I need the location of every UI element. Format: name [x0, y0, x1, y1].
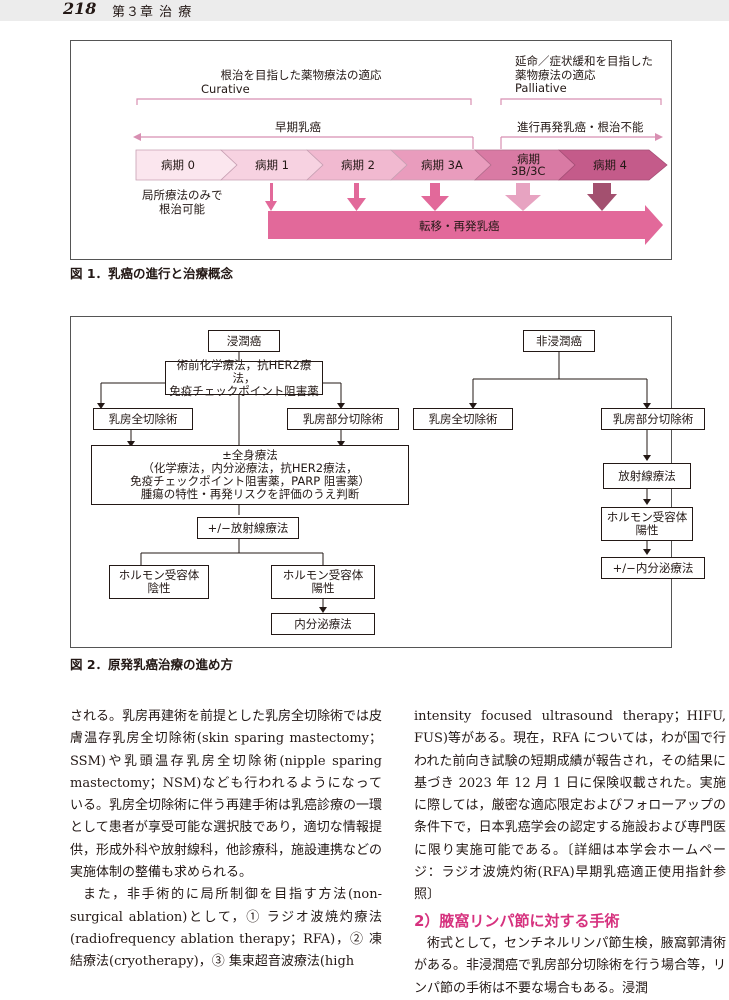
- partial-left-box: 乳房部分切除術: [287, 408, 399, 430]
- arrowhead: [643, 403, 651, 409]
- systemic-line2: （化学療法，内分泌療法，抗HER2療法，: [142, 461, 358, 475]
- hr-positive-right-line2: 陽性: [635, 523, 659, 537]
- arrowhead: [337, 403, 345, 409]
- figure-1-caption: 図 1．乳癌の進行と治療概念: [70, 266, 234, 281]
- curative-label: 根治を目指した薬物療法の適応: [220, 68, 382, 82]
- systemic-line1: ±全身療法: [222, 448, 278, 462]
- hr-positive-right-line1: ホルモン受容体: [606, 510, 688, 524]
- advanced-arrowhead-right: [655, 133, 663, 141]
- body-right-column-2: 術式として，センチネルリンパ節生検，腋窩郭清術がある。非浸潤癌で乳房部分切除術を…: [414, 933, 726, 1000]
- stage-3b-sub: 3B/3C: [511, 164, 546, 178]
- chapter-title: 第３章 治 療: [112, 5, 193, 20]
- stage-4-chevron: [557, 149, 668, 181]
- invasive-box: 浸潤癌: [208, 330, 280, 352]
- figure-1-frame: 根治を目指した薬物療法の適応 Curative 延命／症状緩和を目指した 薬物療…: [70, 40, 672, 260]
- arrow-stage-3b: [505, 183, 541, 211]
- mastectomy-left-box: 乳房全切除術: [93, 408, 193, 430]
- local-therapy-line2: 根治可能: [159, 202, 205, 216]
- partial-right-label: 乳房部分切除術: [612, 411, 694, 426]
- hr-positive-line1: ホルモン受容体: [282, 568, 364, 582]
- arrowhead: [319, 607, 327, 613]
- partial-right-box: 乳房部分切除術: [601, 408, 705, 430]
- hr-positive-line2: 陽性: [311, 581, 335, 595]
- arrowhead: [643, 549, 651, 555]
- arrowhead: [469, 403, 477, 409]
- endocrine-label: 内分泌療法: [294, 616, 352, 631]
- palliative-bracket: [500, 98, 662, 105]
- arrowhead: [643, 455, 651, 461]
- stage-2-label: 病期 2: [341, 158, 375, 172]
- body-right-column: intensity focused ultrasound therapy；HIF…: [414, 706, 726, 907]
- stage-3b-label: 病期: [517, 152, 540, 166]
- curative-bracket: [136, 98, 472, 105]
- hr-negative-line2: 陰性: [147, 581, 171, 595]
- noninvasive-box: 非浸潤癌: [523, 330, 595, 352]
- radiation-optional-box: +/−放射線療法: [197, 517, 299, 539]
- arrow-stage-1: [265, 183, 277, 211]
- palliative-label-2: 薬物療法の適応: [515, 68, 596, 82]
- radiation-optional-label: +/−放射線療法: [207, 520, 289, 535]
- curative-sub: Curative: [201, 82, 250, 96]
- systemic-line4: 腫瘍の特性・再発リスクを評価のうえ判断: [140, 487, 360, 501]
- early-label: 早期乳癌: [275, 120, 321, 134]
- page-header-bar: [0, 0, 729, 21]
- invasive-label: 浸潤癌: [226, 333, 262, 348]
- hr-positive-right-box: ホルモン受容体 陽性: [601, 507, 693, 541]
- local-therapy-line1: 局所療法のみで: [142, 188, 223, 202]
- arrow-stage-3a: [421, 183, 449, 211]
- section-heading: 2）腋窩リンパ節に対する手術: [414, 912, 620, 930]
- left-paragraph-2: また，非手術的に局所制御を目指す方法(non-surgical ablation…: [70, 887, 382, 970]
- endocrine-box: 内分泌療法: [271, 613, 375, 635]
- arrow-stage-2: [347, 183, 366, 211]
- page-number: 218: [63, 0, 97, 18]
- radiation-box: 放射線療法: [603, 463, 691, 489]
- endocrine-optional-box: +/−内分泌療法: [601, 557, 705, 579]
- noninvasive-label: 非浸潤癌: [536, 333, 582, 348]
- hr-positive-box: ホルモン受容体 陽性: [271, 565, 375, 599]
- body-left-column: される。乳房再建術を前提とした乳房全切除術では皮膚温存乳房全切除術(skin s…: [70, 706, 382, 974]
- right-paragraph-1: intensity focused ultrasound therapy；HIF…: [414, 709, 726, 903]
- endocrine-optional-label: +/−内分泌療法: [612, 560, 694, 575]
- stage-4-label: 病期 4: [593, 158, 627, 172]
- early-arrowhead-left: [133, 133, 141, 141]
- right-paragraph-2: 術式として，センチネルリンパ節生検，腋窩郭清術がある。非浸潤癌で乳房部分切除術を…: [414, 936, 727, 996]
- partial-left-label: 乳房部分切除術: [302, 411, 384, 426]
- hr-negative-line1: ホルモン受容体: [118, 568, 200, 582]
- figure-2-frame: 浸潤癌 術前化学療法，抗HER2療法， 免疫チェックポイント阻害薬 乳房全切除術…: [70, 316, 705, 648]
- mastectomy-right-box: 乳房全切除術: [413, 408, 513, 430]
- arrowhead: [127, 441, 135, 447]
- stage-0-label: 病期 0: [161, 158, 195, 172]
- hr-negative-box: ホルモン受容体 陰性: [109, 565, 209, 599]
- neoadjuvant-line1: 術前化学療法，抗HER2療法，: [176, 357, 312, 385]
- arrowhead: [337, 441, 345, 447]
- stage-3a-label: 病期 3A: [421, 158, 463, 172]
- radiation-label: 放射線療法: [618, 468, 676, 483]
- systemic-therapy-box: ±全身療法 （化学療法，内分泌療法，抗HER2療法， 免疫チェックポイント阻害薬…: [91, 445, 409, 505]
- metastasis-label: 転移・再発乳癌: [419, 219, 500, 233]
- metastasis-arrow: [268, 205, 663, 245]
- figure-1-graphics: [133, 98, 668, 245]
- neoadjuvant-box: 術前化学療法，抗HER2療法， 免疫チェックポイント阻害薬: [165, 357, 323, 398]
- mastectomy-right-label: 乳房全切除術: [428, 411, 498, 426]
- mastectomy-left-label: 乳房全切除術: [108, 411, 178, 426]
- systemic-line3: 免疫チェックポイント阻害薬，PARP 阻害薬）: [130, 474, 370, 488]
- advanced-label: 進行再発乳癌・根治不能: [517, 120, 644, 134]
- arrowhead: [97, 403, 105, 409]
- arrowhead: [643, 499, 651, 505]
- stage-1-label: 病期 1: [255, 158, 289, 172]
- palliative-sub: Palliative: [515, 81, 567, 95]
- neoadjuvant-line2: 免疫チェックポイント阻害薬: [169, 383, 319, 398]
- arrow-stage-4: [587, 183, 617, 211]
- palliative-label-1: 延命／症状緩和を目指した: [515, 54, 653, 68]
- figure-2-caption: 図 2．原発乳癌治療の進め方: [70, 657, 234, 672]
- left-paragraph-1: される。乳房再建術を前提とした乳房全切除術では皮膚温存乳房全切除術(skin s…: [70, 709, 383, 881]
